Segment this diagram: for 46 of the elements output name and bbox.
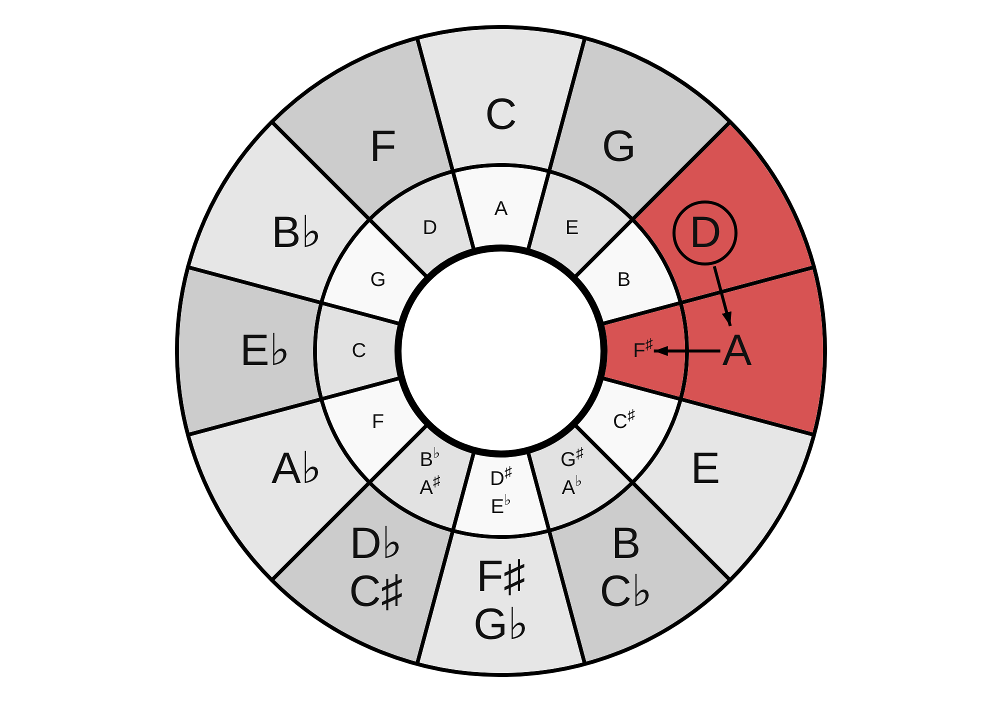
ring-segment xyxy=(530,427,630,529)
note-name: B xyxy=(611,520,641,568)
note-name: C xyxy=(352,339,366,364)
note-name: C$^{♯}$ xyxy=(613,408,635,435)
note-name: G xyxy=(370,268,386,293)
note-name: C xyxy=(485,91,517,139)
arrow xyxy=(712,266,732,326)
note-name: B♭ xyxy=(272,209,322,257)
note-name: A xyxy=(494,197,508,222)
ring-segment xyxy=(455,454,547,535)
note-name: G♭ xyxy=(474,601,528,649)
ring-segment xyxy=(551,40,728,217)
note-name: D$^{♯}$ xyxy=(490,465,512,492)
note-name: F xyxy=(372,410,384,435)
ring-segment xyxy=(635,124,812,301)
note-name: F♯ xyxy=(476,553,526,601)
arrow xyxy=(654,346,720,356)
note-name: D♭ xyxy=(350,520,402,568)
ring-segment xyxy=(419,29,583,169)
note-name: F xyxy=(370,122,396,171)
ring-segment xyxy=(323,222,425,322)
ring-segment xyxy=(455,167,547,248)
note-name: E♭ xyxy=(240,327,290,375)
ring-segment xyxy=(190,124,367,301)
ring-segment xyxy=(419,533,583,673)
note-name: E xyxy=(565,216,579,242)
ring-segment xyxy=(317,305,398,397)
note-name: A$^{♯}$ xyxy=(420,474,440,501)
note-name: D xyxy=(422,216,438,242)
note-name: E xyxy=(690,445,720,493)
note-name: C♭ xyxy=(600,568,652,616)
ring-segment xyxy=(179,269,319,433)
note-name: G$^{♯}$ xyxy=(560,446,584,473)
ring-segment xyxy=(604,305,685,397)
note-name: D xyxy=(689,209,722,257)
ring-segment xyxy=(577,222,679,322)
note-name: B$^{♭}$ xyxy=(420,446,440,473)
note-name: G xyxy=(602,122,636,171)
note-name: A♭ xyxy=(272,445,322,493)
note-name: A$^{♭}$ xyxy=(562,474,582,501)
note-name: F$^{♯}$ xyxy=(633,337,653,364)
circled-note xyxy=(672,200,738,266)
note-name: A xyxy=(722,327,752,375)
note-name: C♯ xyxy=(349,568,403,616)
note-name: E$^{♭}$ xyxy=(490,493,512,520)
note-name: B xyxy=(617,268,631,293)
